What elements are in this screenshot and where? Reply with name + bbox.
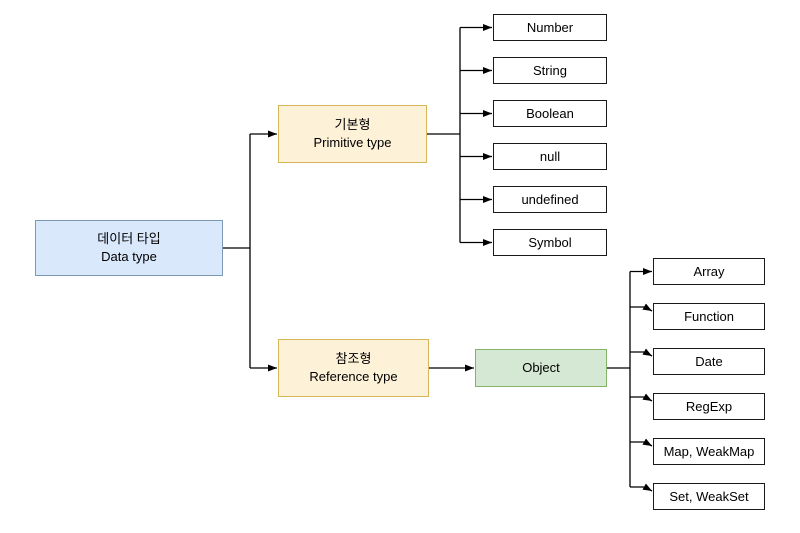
edge-to-regexp bbox=[630, 393, 653, 402]
edge-to-function bbox=[630, 303, 653, 312]
node-date: Date bbox=[653, 348, 765, 375]
node-string: String bbox=[493, 57, 607, 84]
node-boolean: Boolean bbox=[493, 100, 607, 127]
node-data-type-label-en: Data type bbox=[101, 249, 157, 264]
node-undefined: undefined bbox=[493, 186, 607, 213]
node-object: Object bbox=[475, 349, 607, 387]
node-map-weakmap: Map, WeakMap bbox=[653, 438, 765, 465]
node-reference-type: 참조형 Reference type bbox=[278, 339, 429, 397]
edge-to-date bbox=[630, 348, 653, 357]
node-data-type: 데이터 타입 Data type bbox=[35, 220, 223, 276]
edge-to-map-weakmap bbox=[630, 438, 653, 447]
node-primitive-label-en: Primitive type bbox=[313, 135, 392, 150]
node-reference-label-ko: 참조형 bbox=[335, 351, 372, 366]
edge-to-set-weakset bbox=[630, 483, 653, 492]
node-number: Number bbox=[493, 14, 607, 41]
node-function: Function bbox=[653, 303, 765, 330]
node-null: null bbox=[493, 143, 607, 170]
node-set-weakset: Set, WeakSet bbox=[653, 483, 765, 510]
node-reference-label-en: Reference type bbox=[309, 369, 398, 384]
node-array: Array bbox=[653, 258, 765, 285]
node-regexp: RegExp bbox=[653, 393, 765, 420]
node-symbol: Symbol bbox=[493, 229, 607, 256]
node-primitive-label-ko: 기본형 bbox=[334, 117, 371, 132]
node-data-type-label-ko: 데이터 타입 bbox=[97, 231, 161, 246]
node-primitive-type: 기본형 Primitive type bbox=[278, 105, 427, 163]
